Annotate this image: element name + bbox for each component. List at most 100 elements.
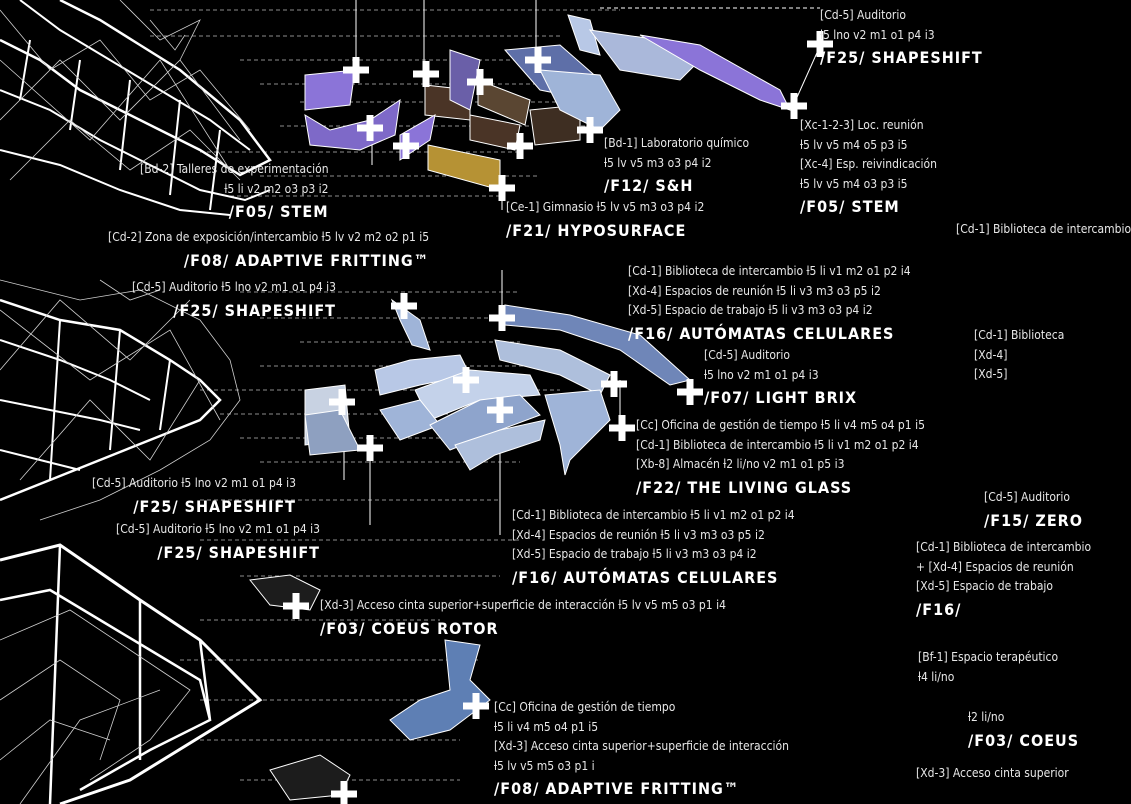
annotation-title: /F07/ LIGHT BRIX — [704, 388, 858, 407]
annotation-f08-low: [Cc] Oficina de gestión de tiempo ƚ5 li v… — [494, 698, 789, 801]
annotation-f05-left: [Bd-2] Talleres de experimentación ƚ5 li … — [140, 160, 329, 224]
annotation-detail-line: [Cc] Oficina de gestión de tiempo ƚ5 li … — [636, 418, 925, 432]
annotation-detail-line: ƚ5 lv v5 m4 o3 p3 i5 — [800, 176, 908, 191]
plus-icon — [463, 693, 489, 719]
annotation-detail-line: [Xb-8] Almacén ƚ2 li/no v2 m1 o1 p5 i3 — [636, 457, 845, 471]
annotation-detail-line: [Cd-5] Auditorio — [984, 490, 1070, 504]
plus-icon — [609, 415, 635, 441]
annotation-f16-top: [Cd-1] Biblioteca de intercambio ƚ5 li v… — [628, 262, 911, 346]
plus-icon — [487, 397, 513, 423]
annotation-edge-5: [Bf-1] Espacio terapéutico ƚ4 li/no — [918, 648, 1058, 687]
plus-icon — [343, 57, 369, 83]
plus-icon — [357, 435, 383, 461]
annotation-detail-line: [Xd-3] Acceso cinta superior+superficie … — [320, 598, 726, 612]
annotation-detail-line: [Xd-5] Espacio de trabajo ƚ5 li v3 m3 o3… — [628, 303, 873, 317]
plus-icon — [781, 93, 807, 119]
annotation-detail-line: [Cd-1] Biblioteca de intercambio ƚ5 li v… — [636, 437, 919, 452]
annotation-detail-line: [Xd-4] Espacios de reunión ƚ5 li v3 m3 o… — [628, 283, 881, 298]
annotation-title: /F05/ STEM — [800, 197, 900, 216]
annotation-f22: [Cc] Oficina de gestión de tiempo ƚ5 li … — [636, 416, 925, 500]
annotation-detail-line: [Xc-1-2-3] Loc. reunión — [800, 118, 924, 132]
wireframe-mesh-middle — [0, 279, 241, 521]
annotation-detail-line: [Cd-5] Auditorio ƚ5 lno v2 m1 o1 p4 i3 — [116, 522, 320, 536]
annotation-title: /F25/ SHAPESHIFT — [173, 300, 336, 320]
plus-icon — [393, 133, 419, 159]
annotation-f05-right: [Xc-1-2-3] Loc. reunión ƚ5 lv v5 m4 o5 p3… — [800, 116, 937, 219]
annotation-f03: [Xd-3] Acceso cinta superior+superficie … — [320, 596, 726, 641]
annotation-title: /F03/ COEUS — [968, 730, 1080, 750]
annotation-title: /F12/ S&H — [604, 176, 694, 195]
diagram-canvas — [0, 0, 833, 804]
plus-icon — [391, 293, 417, 319]
plus-icon — [331, 781, 357, 804]
annotation-detail-line: ƚ5 lv v5 m3 o3 p4 i2 — [604, 155, 712, 170]
annotation-detail-line: [Xd-4] — [974, 347, 1008, 362]
plus-icon — [677, 379, 703, 405]
annotation-title: /F25/ SHAPESHIFT — [820, 48, 983, 67]
plus-icon — [283, 593, 309, 619]
annotation-detail-line: [Cd-5] Auditorio ƚ5 lno v2 m1 o1 p4 i3 — [132, 280, 336, 294]
plus-icon — [413, 61, 439, 87]
annotation-detail-line: [Cd-1] Biblioteca de intercambio ƚ5 li v… — [628, 264, 911, 278]
annotation-title: /F16/ — [916, 599, 962, 619]
wireframe-mesh-bottom — [0, 543, 263, 804]
annotation-title: /F05/ STEM — [228, 202, 329, 221]
annotation-detail-line: [Bd-1] Laboratorio químico — [604, 136, 750, 150]
annotation-f08-top: [Cd-2] Zona de exposición/intercambio ƚ5… — [108, 228, 429, 273]
annotation-detail-line: [Xd-4] Espacios de reunión ƚ5 li v3 m3 o… — [512, 527, 765, 542]
annotation-detail-line: ƚ5 li v4 m5 o4 p1 i5 — [494, 719, 599, 734]
annotation-edge-7: [Xd-3] Acceso cinta superior — [916, 764, 1069, 784]
annotation-detail-line: [Bd-2] Talleres de experimentación — [140, 162, 329, 176]
annotation-detail-line: ƚ2 li/no — [968, 710, 1005, 724]
annotation-detail-line: [Xd-5] Espacio de trabajo ƚ5 li v3 m3 o3… — [512, 547, 757, 561]
annotation-title: /F16/ AUTÓMATAS CELULARES — [512, 567, 779, 587]
plus-icon — [453, 367, 479, 393]
annotation-title: /F21/ HYPOSURFACE — [506, 220, 687, 240]
annotation-f25-low1: [Cd-5] Auditorio ƚ5 lno v2 m1 o1 p4 i3/F… — [92, 474, 296, 519]
plus-icon — [467, 69, 493, 95]
annotation-title: /F25/ SHAPESHIFT — [157, 542, 320, 562]
annotation-edge-2: [Cd-1] Biblioteca [Xd-4] [Xd-5] — [974, 326, 1064, 385]
annotation-detail-line: [Cd-1] Biblioteca de intercambio — [916, 540, 1092, 554]
annotation-title: /F16/ AUTÓMATAS CELULARES — [628, 323, 895, 343]
plus-icon — [507, 133, 533, 159]
annotation-detail-line: [Ce-1] Gimnasio ƚ5 lv v5 m3 o3 p4 i2 — [506, 200, 705, 214]
annotation-detail-line: [Cd-1] Biblioteca — [974, 328, 1065, 342]
facade-panels — [249, 14, 791, 801]
annotation-detail-line: [Cd-5] Auditorio ƚ5 lno v2 m1 o1 p4 i3 — [92, 476, 296, 490]
annotation-title: /F08/ ADAPTIVE FRITTING™ — [183, 250, 430, 270]
wireframe-mesh-top — [0, 0, 272, 216]
plus-icon — [807, 31, 833, 57]
annotation-edge-3: [Cd-5] Auditorio/F15/ ZERO — [984, 488, 1083, 533]
annotation-f25-low2: [Cd-5] Auditorio ƚ5 lno v2 m1 o1 p4 i3/F… — [116, 520, 320, 565]
annotation-detail-line: ƚ4 li/no — [918, 669, 955, 684]
annotation-detail-line: + [Xd-4] Espacios de reunión — [916, 559, 1074, 574]
annotation-detail-line: [Xd-5] — [974, 367, 1008, 381]
annotation-detail-line: ƚ5 lv v5 m5 o3 p1 i — [494, 758, 595, 773]
annotation-title: /F03/ COEUS ROTOR — [320, 618, 499, 638]
plus-icon-group — [283, 31, 833, 804]
annotation-title: /F08/ ADAPTIVE FRITTING™ — [494, 779, 740, 798]
annotation-edge-1: [Cd-1] Biblioteca de intercambio — [956, 220, 1131, 240]
annotation-title: /F25/ SHAPESHIFT — [133, 496, 296, 516]
annotation-f16-low: [Cd-1] Biblioteca de intercambio ƚ5 li v… — [512, 506, 795, 590]
annotation-detail-line: ƚ5 lno v2 m1 o1 p4 i3 — [704, 367, 819, 382]
annotation-detail-line: [Cc] Oficina de gestión de tiempo — [494, 700, 676, 714]
annotation-f25-top: [Cd-5] Auditorio ƚ5 lno v2 m1 o1 p4 i3/F2… — [820, 6, 983, 70]
plus-icon — [525, 47, 551, 73]
plus-icon — [601, 371, 627, 397]
annotation-detail-line: ƚ5 lno v2 m1 o1 p4 i3 — [820, 27, 935, 42]
annotation-detail-line: [Cd-1] Biblioteca de intercambio ƚ5 li v… — [512, 508, 795, 522]
annotation-detail-line: ƚ5 lv v5 m4 o5 p3 i5 — [800, 137, 908, 152]
annotation-detail-line: [Cd-2] Zona de exposición/intercambio ƚ5… — [108, 230, 430, 244]
annotation-detail-line: [Bf-1] Espacio terapéutico — [918, 650, 1059, 664]
plus-icon — [577, 117, 603, 143]
annotation-detail-line: [Cd-1] Biblioteca de intercambio — [956, 222, 1131, 236]
plus-icon — [329, 389, 355, 415]
annotation-detail-line: [Cd-5] Auditorio — [820, 8, 906, 22]
annotation-detail-line: [Xd-3] Acceso cinta superior+superficie … — [494, 739, 789, 753]
annotation-detail-line: ƚ5 li v2 m2 o3 p3 i2 — [224, 181, 329, 196]
annotation-edge-6: ƚ2 li/no/F03/ COEUS — [968, 708, 1079, 753]
